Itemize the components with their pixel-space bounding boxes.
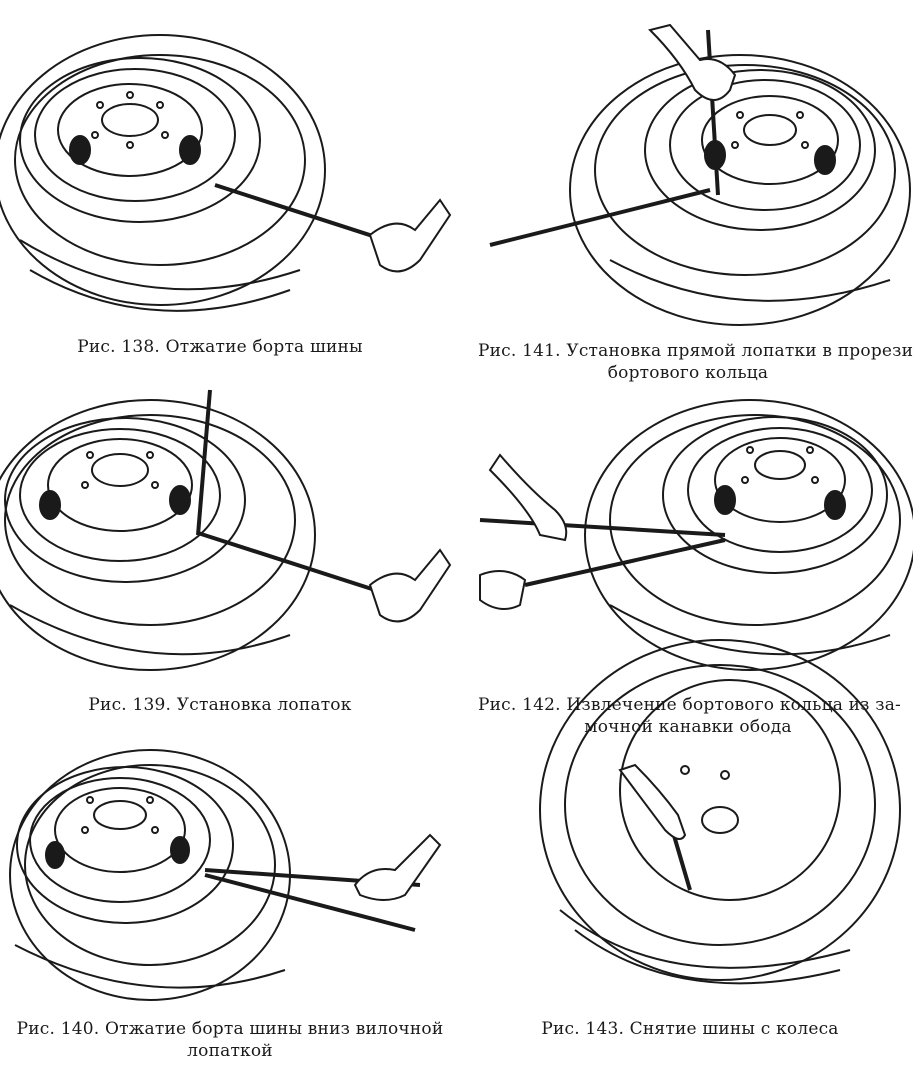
caption-line: бортового кольца bbox=[607, 363, 769, 383]
caption-line: Рис. 142. Извлечение бортового кольца из… bbox=[478, 695, 901, 715]
wheel-illustration bbox=[0, 389, 452, 671]
figure-141-illustration bbox=[480, 20, 911, 326]
tire-iron bbox=[489, 29, 720, 247]
figure-138-caption: Рис. 138. Отжатие борта шины bbox=[40, 336, 400, 358]
wheel-illustration bbox=[0, 34, 452, 312]
caption-line: Рис. 141. Установка прямой лопатки в про… bbox=[478, 341, 913, 361]
hand bbox=[479, 453, 568, 610]
wheel-illustration bbox=[489, 23, 911, 326]
caption-line: Рис. 138. Отжатие борта шины bbox=[77, 337, 363, 357]
wheel-illustration bbox=[479, 399, 913, 671]
caption-line: лопаткой bbox=[187, 1041, 273, 1061]
figure-138-illustration bbox=[0, 34, 460, 320]
figure-143-caption: Рис. 143. Снятие шины с колеса bbox=[520, 1018, 860, 1040]
tire-iron bbox=[479, 518, 726, 587]
caption-line: Рис. 139. Установка лопаток bbox=[88, 695, 352, 715]
figure-142-illustration bbox=[470, 395, 913, 680]
figure-139-caption: Рис. 139. Установка лопаток bbox=[60, 694, 380, 716]
hand bbox=[353, 833, 442, 901]
wheel-illustration bbox=[539, 639, 901, 985]
caption-line: мочной канавки обода bbox=[584, 717, 792, 737]
figure-143-illustration bbox=[520, 639, 901, 990]
figure-142-caption: Рис. 142. Извлечение бортового кольца из… bbox=[478, 694, 901, 738]
figure-140-caption: Рис. 140. Отжатие борта шины вниз вилочн… bbox=[10, 1018, 450, 1062]
figure-139-illustration bbox=[0, 385, 460, 675]
figure-140-illustration bbox=[0, 745, 460, 1005]
hand bbox=[648, 23, 737, 101]
wheel-illustration bbox=[9, 749, 442, 1001]
tire-iron bbox=[214, 183, 386, 242]
tire-iron bbox=[196, 389, 376, 592]
caption-line: Рис. 140. Отжатие борта шины вниз вилочн… bbox=[16, 1019, 444, 1039]
figure-141-caption: Рис. 141. Установка прямой лопатки в про… bbox=[478, 340, 913, 384]
hand bbox=[618, 763, 687, 840]
hand bbox=[368, 198, 452, 273]
hand bbox=[368, 548, 452, 623]
caption-line: Рис. 143. Снятие шины с колеса bbox=[541, 1019, 839, 1039]
